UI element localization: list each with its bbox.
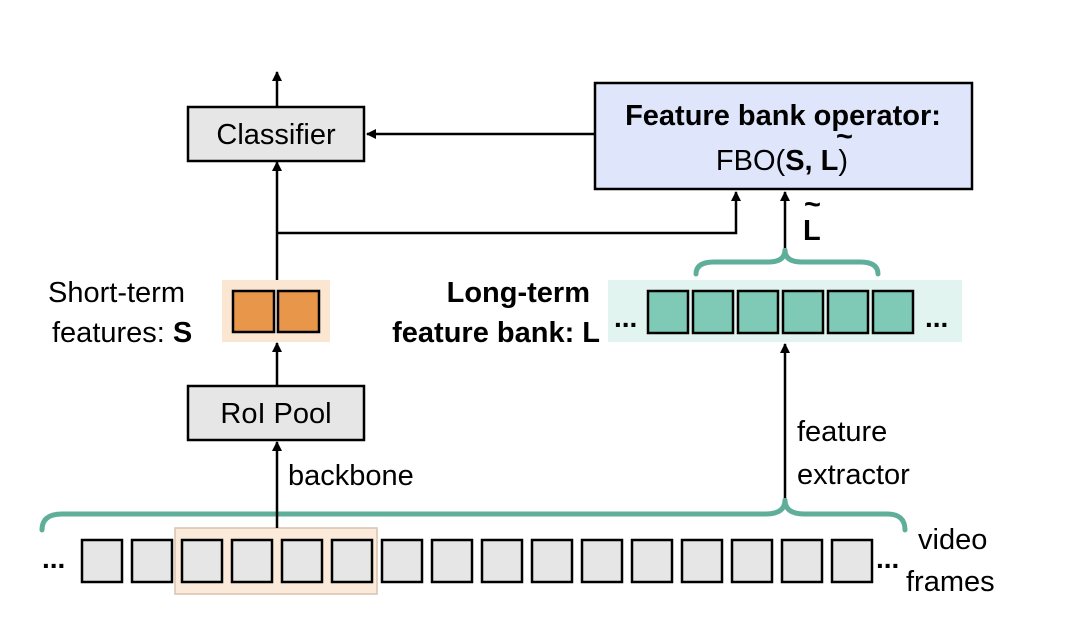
video-frame [180, 538, 224, 584]
l-tilde-mark: ~ [804, 189, 821, 221]
long-term-feature-cell [826, 289, 870, 335]
l-tilde-label: L [803, 215, 821, 247]
short-term-label-line2: features: S [52, 317, 192, 349]
classifier-label: Classifier [216, 119, 336, 151]
video-frame [480, 538, 524, 584]
long-term-feature-cell [781, 289, 825, 335]
roi-pool-box [186, 384, 366, 442]
fbo-formula-tilde-mark: ~ [836, 121, 853, 153]
long-term-feature-cells [646, 289, 915, 335]
short-term-feature-cell [276, 289, 321, 334]
video-frames-label-line1: video [918, 524, 987, 556]
video-frames [80, 538, 874, 584]
frames-brace [39, 497, 908, 533]
video-frame [780, 538, 824, 584]
roi-pool-label: RoI Pool [220, 398, 331, 430]
short-term-label-line1: Short-term [48, 277, 185, 309]
long-term-label-line1: Long-term [447, 277, 590, 309]
frames-ellipsis-right: ... [876, 543, 899, 574]
video-frame [380, 538, 424, 584]
long-term-feature-cell [691, 289, 735, 335]
classifier-box [186, 105, 366, 163]
long-term-feature-cell [736, 289, 780, 335]
bank-ellipsis-right: ... [925, 302, 948, 333]
fbo-title: Feature bank operator: [625, 100, 941, 132]
feature-extractor-label-line1: feature [797, 416, 887, 448]
video-frame [830, 538, 874, 584]
video-frame [330, 538, 374, 584]
bank-ellipsis-left: ... [614, 302, 637, 333]
long-term-label-line2: feature bank: L [392, 317, 600, 349]
video-frame [430, 538, 474, 584]
video-frame [580, 538, 624, 584]
video-frame [280, 538, 324, 584]
long-term-feature-cell [871, 289, 915, 335]
backbone-label: backbone [288, 460, 414, 492]
feature-bank-operator-box [593, 81, 974, 191]
long-term-feature-cell [646, 289, 690, 335]
video-frame [680, 538, 724, 584]
fbo-formula: FBO(S, L) [716, 145, 848, 177]
video-frame [530, 538, 574, 584]
window-brace [693, 247, 881, 277]
video-frames-label-line2: frames [906, 566, 995, 598]
video-frame [730, 538, 774, 584]
video-frame [630, 538, 674, 584]
video-frame [130, 538, 174, 584]
feature-extractor-label-line2: extractor [797, 459, 910, 491]
video-frame [80, 538, 124, 584]
video-frame [230, 538, 274, 584]
short-term-feature-cell [231, 289, 276, 334]
frames-ellipsis-left: ... [42, 543, 65, 574]
short-term-to-fbo-arrow [277, 191, 741, 235]
